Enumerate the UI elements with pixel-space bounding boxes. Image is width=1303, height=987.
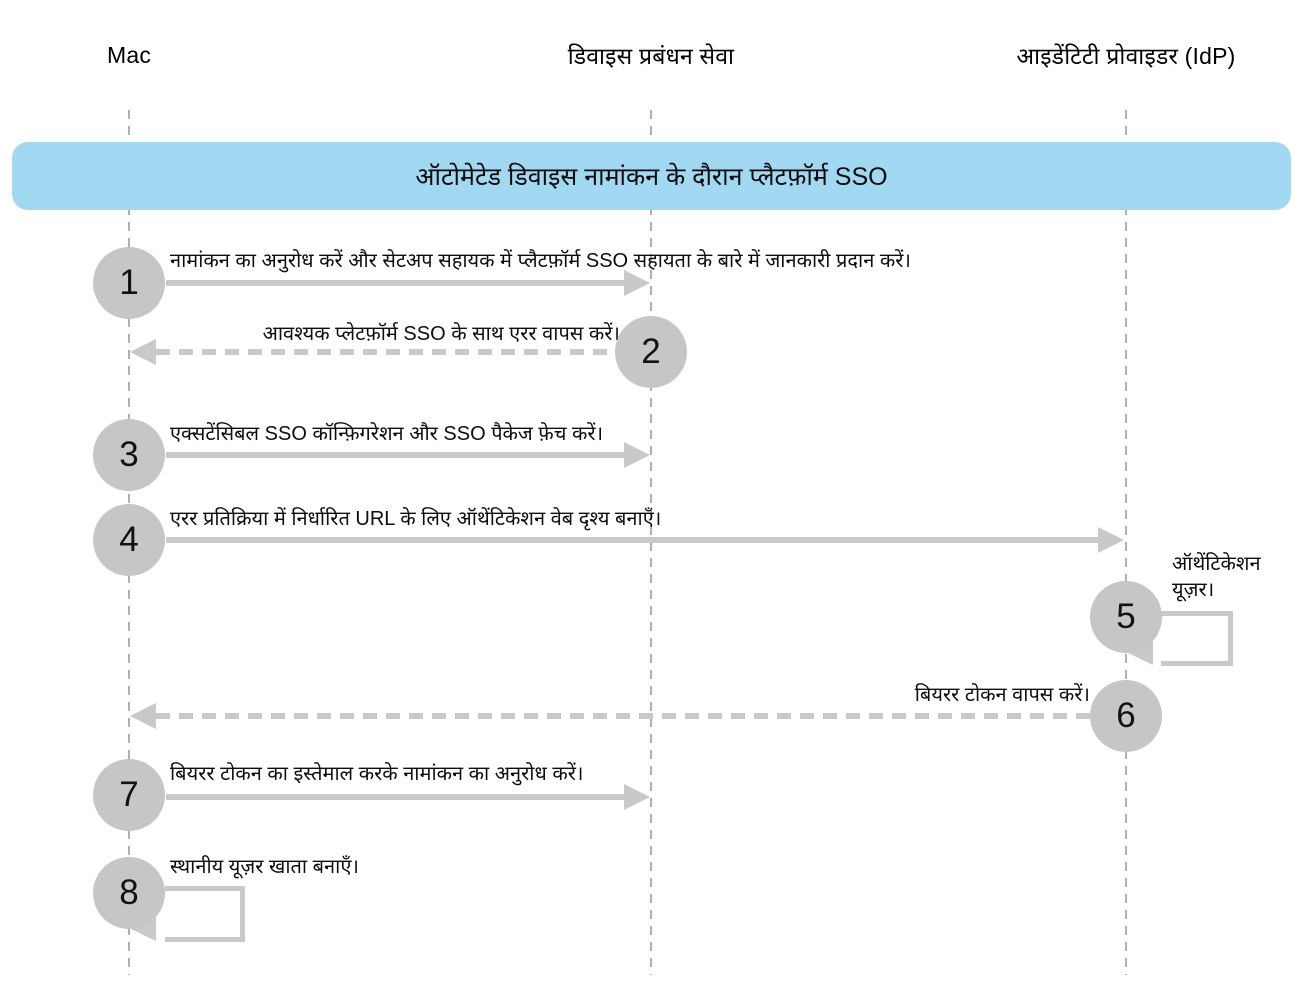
arrow-right-step-4 [166,537,1100,543]
lifeline-identity-provider [1125,110,1127,975]
step-label-3: एक्सटेंसिबल SSO कॉन्फ़िगरेशन और SSO पैके… [170,423,604,445]
arrowhead-right-step-1 [624,270,650,296]
step-label-7: बियरर टोकन का इस्तेमाल करके नामांकन का अ… [170,763,584,785]
step-label-4: एरर प्रतिक्रिया में निर्धारित URL के लिए… [170,508,662,530]
actor-label-device-management-service: डिवाइस प्रबंधन सेवा [567,43,735,69]
step-circle-4: 4 [93,504,165,576]
diagram-title: ऑटोमेटेड डिवाइस नामांकन के दौरान प्लैटफ़… [415,163,888,191]
step-circle-7: 7 [93,759,165,831]
step-circle-5: 5 [1090,581,1162,653]
self-loop-step-8 [165,886,245,942]
step-circle-3: 3 [93,419,165,491]
arrowhead-right-step-7 [624,784,650,810]
step-circle-2: 2 [615,316,687,388]
actor-label-mac: Mac [106,41,152,68]
step-label-1: नामांकन का अनुरोध करें और सेटअप सहायक मे… [170,250,912,272]
step-circle-1: 1 [93,247,165,319]
step-circle-8: 8 [93,857,165,929]
step-label-2: आवश्यक प्लेटफ़ॉर्म SSO के साथ एरर वापस क… [262,323,620,345]
arrowhead-right-step-4 [1098,527,1124,553]
step-label-5: ऑथेंटिकेशन यूज़र। [1172,553,1261,601]
arrow-dashed-left-step-2 [156,349,617,355]
actor-label-identity-provider: आइडेंटिटी प्रोवाइडर (IdP) [1016,43,1236,69]
step-label-6: बियरर टोकन वापस करें। [914,684,1090,706]
arrow-right-step-3 [166,452,626,458]
arrowhead-left-step-2 [130,339,156,365]
arrow-right-step-7 [166,794,626,800]
arrow-dashed-left-step-6 [156,713,1090,719]
arrow-right-step-1 [166,280,626,286]
title-banner: ऑटोमेटेड डिवाइस नामांकन के दौरान प्लैटफ़… [12,142,1291,210]
self-loop-step-5 [1161,611,1233,666]
step-label-8: स्थानीय यूज़र खाता बनाएँ। [170,856,359,878]
step-circle-6: 6 [1090,680,1162,752]
arrowhead-right-step-3 [624,442,650,468]
arrowhead-left-step-6 [130,703,156,729]
